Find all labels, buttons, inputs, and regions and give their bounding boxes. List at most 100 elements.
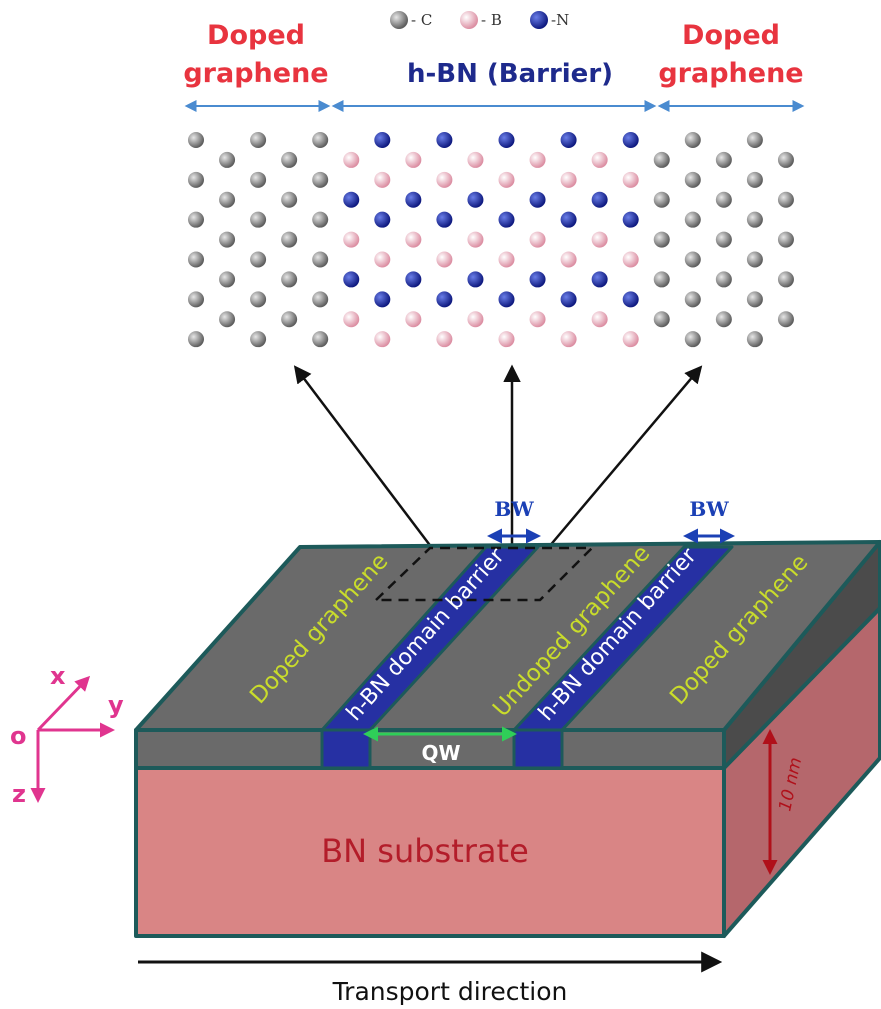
boron-atom (498, 331, 515, 348)
nitrogen-atom (529, 191, 546, 208)
nitrogen-atom (560, 211, 577, 228)
axis-origin-label: o (10, 722, 27, 750)
nitrogen-atom (622, 211, 639, 228)
boron-atom (467, 311, 484, 328)
boron-atom (622, 331, 639, 348)
carbon-atom (715, 151, 732, 168)
coordinate-axes (30, 675, 115, 803)
carbon-atom (312, 331, 329, 348)
boron-atom (405, 311, 422, 328)
carbon-atom (281, 191, 298, 208)
zoom-arrow-right (547, 365, 703, 549)
carbon-atom (715, 231, 732, 248)
boron-atom-icon (460, 11, 478, 29)
carbon-atom (312, 211, 329, 228)
carbon-atom (684, 171, 701, 188)
carbon-atom (715, 271, 732, 288)
nitrogen-atom (498, 291, 515, 308)
boron-atom (436, 251, 453, 268)
carbon-atom (219, 191, 236, 208)
axis-x-label: x (50, 662, 66, 690)
axis-z-label: z (12, 780, 26, 808)
nitrogen-atom (591, 191, 608, 208)
atomic-lattice (188, 132, 794, 348)
boron-atom (436, 171, 453, 188)
carbon-atom (746, 291, 763, 308)
carbon-atom (653, 191, 670, 208)
boron-atom (467, 231, 484, 248)
carbon-atom (188, 251, 204, 268)
axis-y-label: y (108, 691, 124, 719)
top-left-label-line2: graphene (183, 58, 328, 89)
boron-atom (622, 171, 639, 188)
nitrogen-atom (405, 271, 422, 288)
boron-atom (591, 311, 608, 328)
boron-atom (591, 231, 608, 248)
boron-atom (467, 151, 484, 168)
nitrogen-atom (374, 211, 391, 228)
boron-atom (560, 171, 577, 188)
carbon-atom (777, 311, 794, 328)
carbon-atom (777, 231, 794, 248)
carbon-atom (312, 291, 329, 308)
carbon-atom (188, 211, 204, 228)
bw-left-label: BW (494, 497, 534, 521)
nitrogen-atom (622, 132, 639, 148)
carbon-atom (250, 251, 267, 268)
carbon-atom (777, 271, 794, 288)
boron-atom (498, 171, 515, 188)
right-barrier-front (512, 728, 564, 770)
nitrogen-atom (467, 271, 484, 288)
nitrogen-atom (436, 211, 453, 228)
carbon-atom (777, 191, 794, 208)
carbon-atom (250, 331, 267, 348)
boron-atom (591, 151, 608, 168)
nitrogen-atom (405, 191, 422, 208)
boron-atom (343, 231, 360, 248)
boron-atom (374, 251, 391, 268)
nitrogen-atom (498, 132, 515, 148)
boron-atom (498, 251, 515, 268)
boron-atom (343, 311, 360, 328)
nitrogen-atom-icon (530, 11, 548, 29)
nitrogen-atom (467, 191, 484, 208)
carbon-atom (281, 271, 298, 288)
nitrogen-atom (343, 191, 360, 208)
top-right-label-line2: graphene (658, 58, 803, 89)
carbon-atom (653, 151, 670, 168)
legend-carbon-label: - C (411, 11, 432, 29)
boron-atom (405, 151, 422, 168)
nitrogen-atom (529, 271, 546, 288)
boron-atom (622, 251, 639, 268)
carbon-atom (188, 171, 204, 188)
carbon-atom (684, 211, 701, 228)
nitrogen-atom (343, 271, 360, 288)
boron-atom (560, 251, 577, 268)
boron-atom (374, 171, 391, 188)
zoom-arrows (293, 364, 703, 549)
transport-label: Transport direction (332, 977, 568, 1006)
nitrogen-atom (591, 271, 608, 288)
carbon-atom (250, 171, 267, 188)
nitrogen-atom (374, 291, 391, 308)
nitrogen-atom (374, 132, 391, 148)
substrate-front-face (134, 766, 726, 938)
nitrogen-atom (498, 211, 515, 228)
carbon-atom (219, 311, 236, 328)
carbon-atom (250, 211, 267, 228)
carbon-atom (312, 132, 329, 148)
carbon-atom (653, 271, 670, 288)
nitrogen-atom (436, 291, 453, 308)
carbon-atom (653, 311, 670, 328)
carbon-atom (312, 251, 329, 268)
top-center-label: h-BN (Barrier) (407, 59, 613, 89)
legend-boron-label: - B (481, 11, 502, 29)
zoom-region-outline (372, 546, 596, 602)
carbon-atom (219, 271, 236, 288)
bw-right-label: BW (689, 497, 729, 521)
top-right-label-line1: Doped (682, 20, 780, 51)
nitrogen-atom (560, 291, 577, 308)
qw-label: QW (421, 741, 460, 765)
carbon-atom (684, 291, 701, 308)
